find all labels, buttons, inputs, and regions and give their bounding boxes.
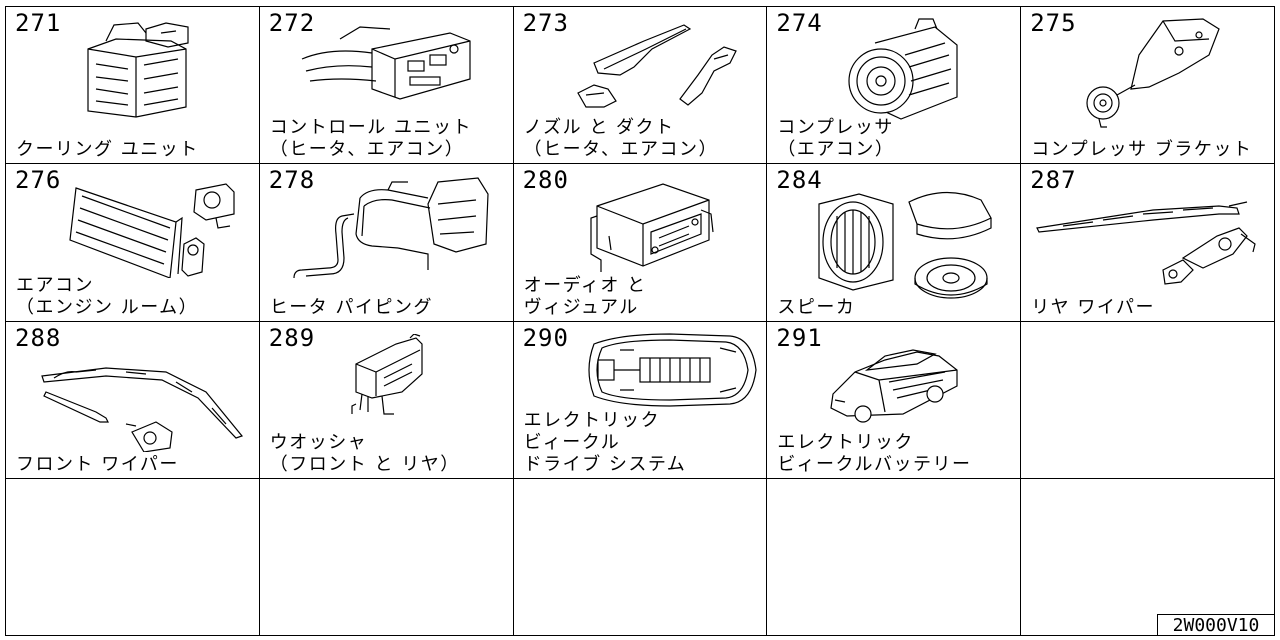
part-group-number: 287 <box>1030 166 1077 195</box>
part-group-number: 280 <box>522 166 569 195</box>
label-line: ビィークルバッテリー <box>777 453 972 475</box>
catalog-cell-276[interactable]: 276 エアコン （エンジン ルーム） <box>6 164 260 322</box>
part-group-label: クーリング ユニット <box>16 139 255 161</box>
control-unit-icon <box>301 26 471 100</box>
label-line: （フロント と リヤ） <box>269 453 460 475</box>
empty-cell <box>1021 478 1275 636</box>
catalog-cell-275[interactable]: 275 コンプレッサ ブラケット <box>1021 7 1275 165</box>
part-group-number: 290 <box>522 323 569 352</box>
part-group-label: コンプレッサ ブラケット <box>1031 139 1270 161</box>
catalog-cell-271[interactable]: 271 クーリング ユニット <box>6 7 260 165</box>
label-line: エレクトリック <box>777 431 914 453</box>
label-line: クーリング ユニット <box>16 139 199 161</box>
label-line: （ヒータ、エアコン） <box>523 139 719 161</box>
speaker-icon <box>818 192 993 299</box>
compressor-icon <box>848 18 958 120</box>
washer-icon <box>351 333 423 415</box>
cooling-unit-icon <box>87 22 189 118</box>
part-group-number: 275 <box>1030 9 1077 37</box>
empty-cell <box>767 478 1022 636</box>
empty-cell <box>1021 321 1275 479</box>
part-group-label: コントロール ユニット （ヒータ、エアコン） <box>270 117 509 161</box>
catalog-cell-278[interactable]: 278 ヒータ パイピング <box>259 164 514 322</box>
aircon-engine-room-icon <box>69 183 235 279</box>
part-group-number: 289 <box>268 323 316 352</box>
label-line: オーディオ と <box>523 274 647 296</box>
label-line: ヒータ パイピング <box>269 296 434 318</box>
ev-drive-system-icon <box>587 332 757 407</box>
label-line: フロント ワイパー <box>16 453 179 475</box>
part-group-label: オーディオ と ヴィジュアル <box>524 275 763 319</box>
part-group-number: 284 <box>776 166 823 195</box>
label-line: エレクトリック <box>523 409 661 431</box>
front-wiper-icon <box>41 366 244 452</box>
heater-piping-icon <box>293 177 489 279</box>
label-line: リヤ ワイパー <box>1031 296 1156 318</box>
label-line: スピーカ <box>777 296 856 318</box>
part-group-number: 272 <box>268 9 316 37</box>
catalog-cell-280[interactable]: 280 オーディオ と ヴィジュアル <box>513 164 768 322</box>
document-code: 2W000V10 <box>1157 614 1275 636</box>
empty-cell <box>6 478 260 636</box>
catalog-cell-273[interactable]: 273 ノズル と ダクト （ヒータ、エアコン） <box>513 7 768 165</box>
nozzle-duct-icon <box>576 24 737 108</box>
part-group-label: ノズル と ダクト （ヒータ、エアコン） <box>524 117 763 161</box>
label-line: エアコン <box>16 274 94 296</box>
part-group-number: 274 <box>776 9 823 37</box>
part-group-label: ウオッシャ （フロント と リヤ） <box>270 432 509 476</box>
part-group-number: 276 <box>15 166 62 195</box>
catalog-cell-274[interactable]: 274 コンプレッサ （エアコン） <box>767 7 1022 165</box>
label-line: ウオッシャ <box>269 431 368 453</box>
compressor-bracket-icon <box>1086 18 1220 128</box>
catalog-cell-284[interactable]: 284 スピーカ <box>767 164 1022 322</box>
ev-battery-icon <box>830 348 958 423</box>
parts-index-grid: 271 クーリング ユニット 272 コントロール ユニット （ヒータ、エアコン… <box>5 6 1275 636</box>
part-group-label: コンプレッサ （エアコン） <box>777 117 1016 161</box>
empty-cell <box>259 478 514 636</box>
catalog-cell-288[interactable]: 288 フロント ワイパー <box>6 321 260 479</box>
label-line: （ヒータ、エアコン） <box>269 139 465 161</box>
label-line: （エンジン ルーム） <box>16 296 199 318</box>
label-line: ヴィジュアル <box>523 296 639 318</box>
part-group-number: 291 <box>776 323 823 352</box>
label-line: ノズル と ダクト <box>523 117 675 139</box>
part-group-label: フロント ワイパー <box>16 454 255 476</box>
part-group-number: 288 <box>15 323 62 352</box>
catalog-cell-290[interactable]: 290 エレクトリック ビィークル ドライブ システム <box>513 321 768 479</box>
label-line: ビィークル <box>523 431 621 453</box>
part-group-label: リヤ ワイパー <box>1031 297 1270 319</box>
part-group-number: 273 <box>522 9 569 37</box>
catalog-cell-289[interactable]: 289 ウオッシャ （フロント と リヤ） <box>259 321 514 479</box>
label-line: （エアコン） <box>777 139 895 161</box>
empty-cell <box>513 478 768 636</box>
audio-unit-icon <box>589 183 714 273</box>
label-line: コントロール ユニット <box>269 117 473 139</box>
label-line: コンプレッサ <box>777 117 894 139</box>
part-group-label: ヒータ パイピング <box>270 297 509 319</box>
part-group-label: エアコン （エンジン ルーム） <box>16 275 255 319</box>
catalog-cell-291[interactable]: 291 エレクトリック ビィークルバッテリー <box>767 321 1022 479</box>
catalog-cell-272[interactable]: 272 コントロール ユニット （ヒータ、エアコン） <box>259 7 514 165</box>
part-group-label: エレクトリック ビィークル ドライブ システム <box>524 410 763 476</box>
part-group-label: スピーカ <box>777 297 1016 319</box>
part-group-number: 271 <box>15 9 62 37</box>
catalog-cell-287[interactable]: 287 リヤ ワイパー <box>1021 164 1275 322</box>
label-line: ドライブ システム <box>523 453 687 475</box>
label-line: コンプレッサ ブラケット <box>1031 139 1253 161</box>
part-group-label: エレクトリック ビィークルバッテリー <box>777 432 1016 476</box>
part-group-number: 278 <box>268 166 316 195</box>
rear-wiper-icon <box>1036 201 1256 285</box>
